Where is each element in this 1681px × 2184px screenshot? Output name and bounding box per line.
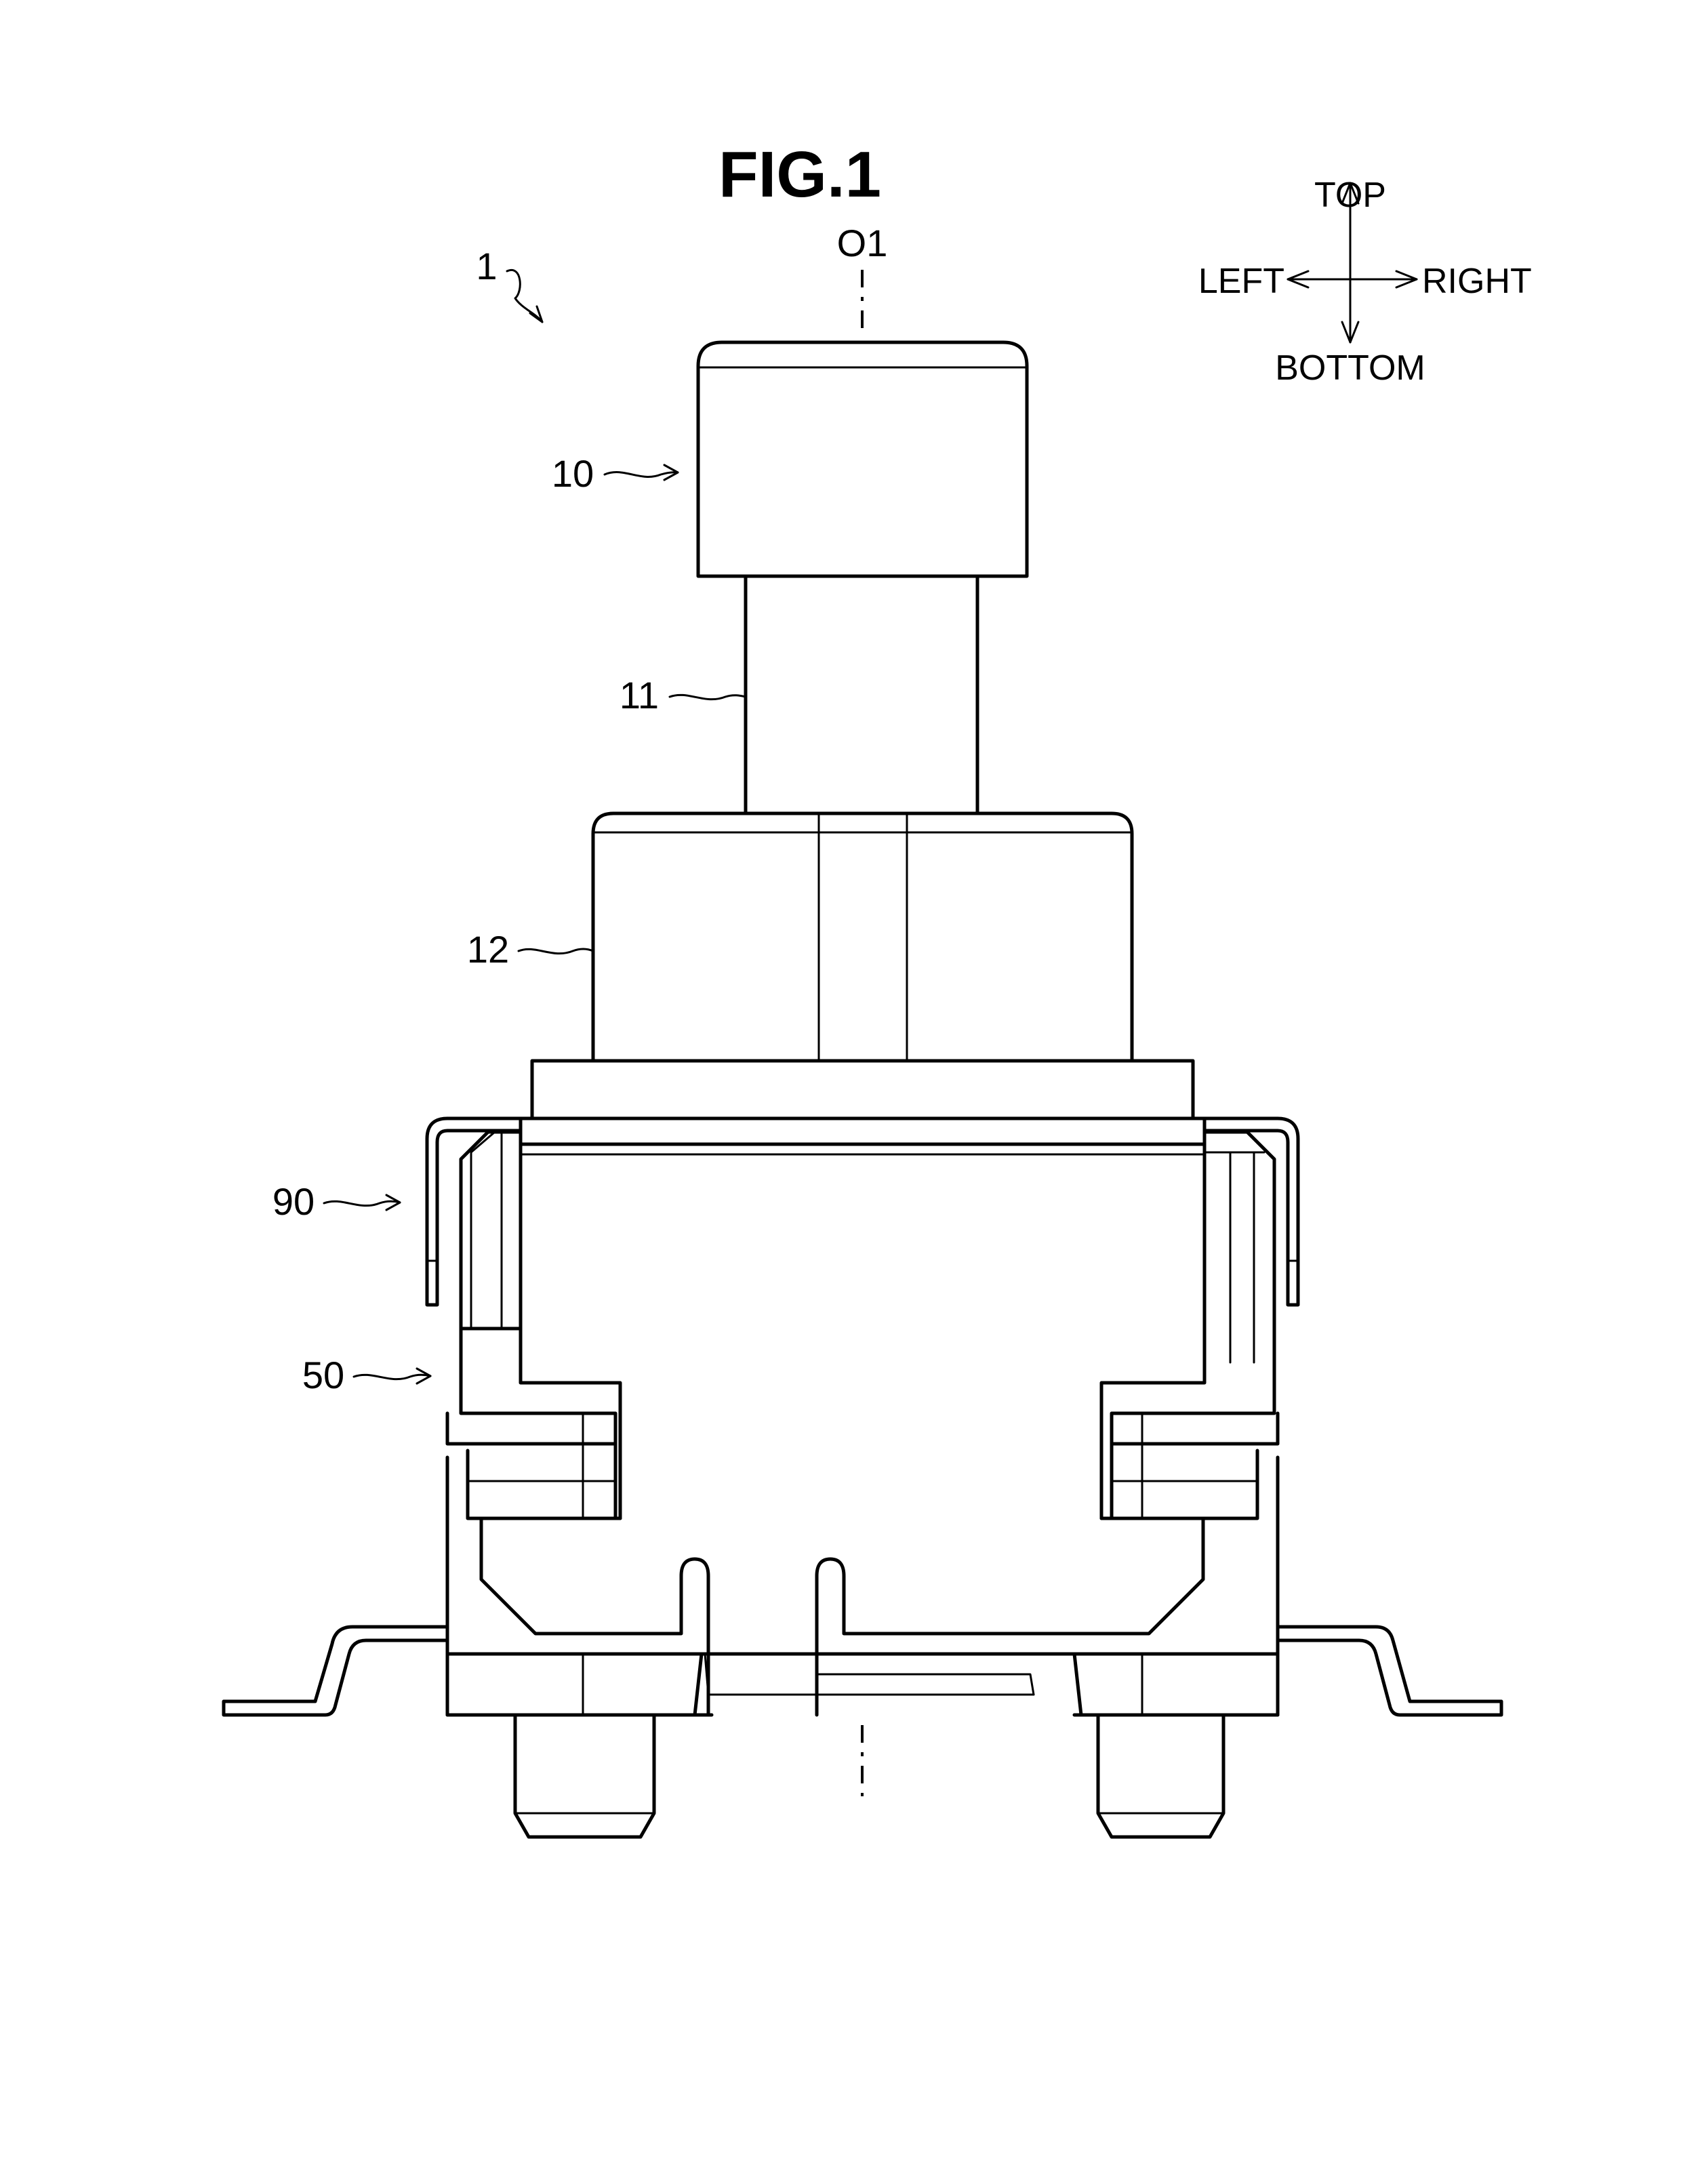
shaft xyxy=(746,576,977,813)
main-body xyxy=(521,1118,1204,1518)
compass-top-label: TOP xyxy=(1314,176,1386,215)
bracket-right xyxy=(1204,1118,1298,1362)
callout-90-label: 90 xyxy=(272,1180,315,1223)
direction-compass: TOP BOTTOM LEFT RIGHT xyxy=(1198,176,1532,388)
bracket-left xyxy=(427,1118,521,1329)
assembly-ref-label: 1 xyxy=(476,245,497,287)
assembly-ref-leader xyxy=(507,270,542,322)
figure-title: FIG.1 xyxy=(718,138,881,211)
case-right xyxy=(817,1362,1278,1715)
base xyxy=(447,1654,1278,1715)
axis-label-o1: O1 xyxy=(837,222,888,264)
pin-right xyxy=(1098,1715,1223,1837)
callout-11-label: 11 xyxy=(620,674,659,716)
callout-50: 50 xyxy=(302,1354,430,1396)
compass-left-label: LEFT xyxy=(1198,262,1284,301)
compass-right-label: RIGHT xyxy=(1422,262,1532,301)
assembly-ref: 1 xyxy=(476,245,542,322)
case-left xyxy=(447,1329,712,1715)
callout-12: 12 xyxy=(467,928,593,971)
callout-90: 90 xyxy=(272,1180,400,1223)
callout-11: 11 xyxy=(620,674,746,716)
housing-upper xyxy=(593,813,1132,1061)
assembly-ref-arrowhead xyxy=(530,306,542,322)
terminal-right xyxy=(1278,1627,1501,1715)
operating-knob xyxy=(698,342,1027,576)
callout-10-label: 10 xyxy=(552,452,594,495)
callout-12-label: 12 xyxy=(467,928,509,971)
callout-50-label: 50 xyxy=(302,1354,344,1396)
pin-left xyxy=(515,1715,654,1837)
terminal-left xyxy=(224,1627,447,1715)
compass-bottom-label: BOTTOM xyxy=(1275,348,1425,388)
flange-plate xyxy=(532,1061,1193,1118)
callout-10: 10 xyxy=(552,452,678,495)
